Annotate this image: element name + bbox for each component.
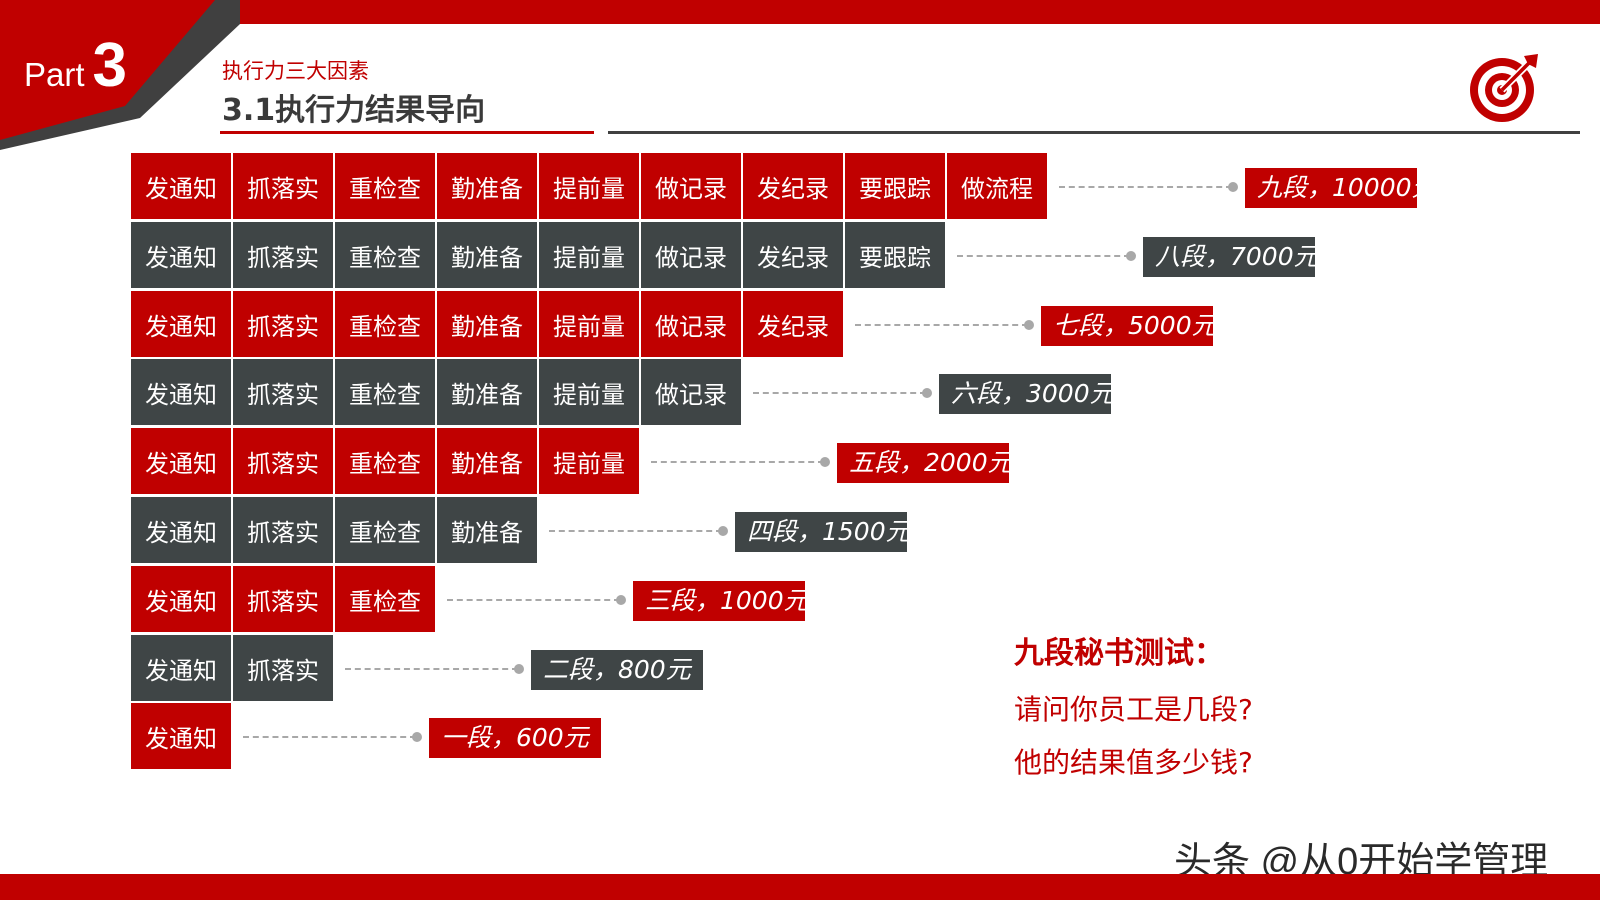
step-cell: 要跟踪 [845, 153, 947, 219]
step-cell: 要跟踪 [845, 222, 947, 288]
step-cell: 勤准备 [437, 153, 539, 219]
connector-line [549, 530, 722, 532]
step-cell: 抓落实 [233, 635, 335, 701]
step-cell: 发通知 [131, 703, 233, 769]
step-cell: 勤准备 [437, 222, 539, 288]
level-label: 七段，5000元 [1041, 306, 1213, 346]
step-cell: 抓落实 [233, 428, 335, 494]
step-cell: 发纪录 [743, 153, 845, 219]
step-cell: 抓落实 [233, 222, 335, 288]
step-cell: 发通知 [131, 566, 233, 632]
quiz-question-1: 请问你员工是几段? [1014, 693, 1253, 726]
bottom-accent-bar [0, 874, 1600, 900]
step-cell: 重检查 [335, 222, 437, 288]
connector-line [447, 599, 620, 601]
step-cell: 重检查 [335, 359, 437, 425]
part-label: Part 3 [24, 30, 127, 110]
title-underline [220, 131, 594, 134]
step-cell: 做记录 [641, 222, 743, 288]
connector-dot [1126, 251, 1136, 261]
step-cell: 发通知 [131, 428, 233, 494]
quiz-question-2: 他的结果值多少钱? [1014, 746, 1253, 779]
level-label: 一段，600元 [429, 718, 601, 758]
part-number: 3 [92, 31, 128, 100]
connector-dot [514, 664, 524, 674]
step-cell: 发纪录 [743, 222, 845, 288]
step-cell: 重检查 [335, 291, 437, 357]
step-cell: 发通知 [131, 291, 233, 357]
step-cell: 提前量 [539, 291, 641, 357]
top-accent-bar [0, 0, 1600, 24]
step-cell: 发通知 [131, 153, 233, 219]
level-label: 九段，10000元 [1245, 168, 1417, 208]
step-cell: 抓落实 [233, 153, 335, 219]
step-cell: 重检查 [335, 428, 437, 494]
step-cell: 做记录 [641, 291, 743, 357]
connector-dot [820, 457, 830, 467]
step-cell: 抓落实 [233, 359, 335, 425]
step-cell: 重检查 [335, 566, 437, 632]
level-label: 二段，800元 [531, 650, 703, 690]
step-cell: 发通知 [131, 497, 233, 563]
section-subtitle: 执行力三大因素 [222, 59, 369, 83]
header-divider [608, 131, 1580, 134]
step-cell: 重检查 [335, 153, 437, 219]
level-label: 三段，1000元 [633, 581, 805, 621]
level-label: 四段，1500元 [735, 512, 907, 552]
level-label: 八段，7000元 [1143, 237, 1315, 277]
step-cell: 做记录 [641, 359, 743, 425]
step-cell: 重检查 [335, 497, 437, 563]
step-cell: 提前量 [539, 153, 641, 219]
step-cell: 发纪录 [743, 291, 845, 357]
step-cell: 提前量 [539, 359, 641, 425]
connector-dot [922, 388, 932, 398]
connector-line [1059, 186, 1232, 188]
step-cell: 勤准备 [437, 497, 539, 563]
step-cell: 做记录 [641, 153, 743, 219]
connector-line [753, 392, 926, 394]
step-cell: 发通知 [131, 359, 233, 425]
connector-dot [718, 526, 728, 536]
connector-line [957, 255, 1130, 257]
step-cell: 抓落实 [233, 291, 335, 357]
page-title: 3.1执行力结果导向 [222, 93, 486, 128]
connector-line [345, 668, 518, 670]
step-cell: 提前量 [539, 428, 641, 494]
connector-line [651, 461, 824, 463]
step-cell: 提前量 [539, 222, 641, 288]
step-cell: 发通知 [131, 635, 233, 701]
connector-line [243, 736, 416, 738]
quiz-heading: 九段秘书测试： [1014, 636, 1224, 671]
step-cell: 发通知 [131, 222, 233, 288]
step-cell: 勤准备 [437, 428, 539, 494]
target-icon [1470, 54, 1538, 122]
connector-dot [1024, 320, 1034, 330]
level-label: 六段，3000元 [939, 374, 1111, 414]
part-word: Part [24, 56, 85, 93]
connector-line [855, 324, 1028, 326]
header-corner-shape [0, 0, 240, 150]
step-cell: 抓落实 [233, 566, 335, 632]
connector-dot [412, 732, 422, 742]
step-cell: 做流程 [947, 153, 1049, 219]
connector-dot [616, 595, 626, 605]
step-cell: 勤准备 [437, 291, 539, 357]
step-cell: 勤准备 [437, 359, 539, 425]
level-label: 五段，2000元 [837, 443, 1009, 483]
connector-dot [1228, 182, 1238, 192]
step-cell: 抓落实 [233, 497, 335, 563]
